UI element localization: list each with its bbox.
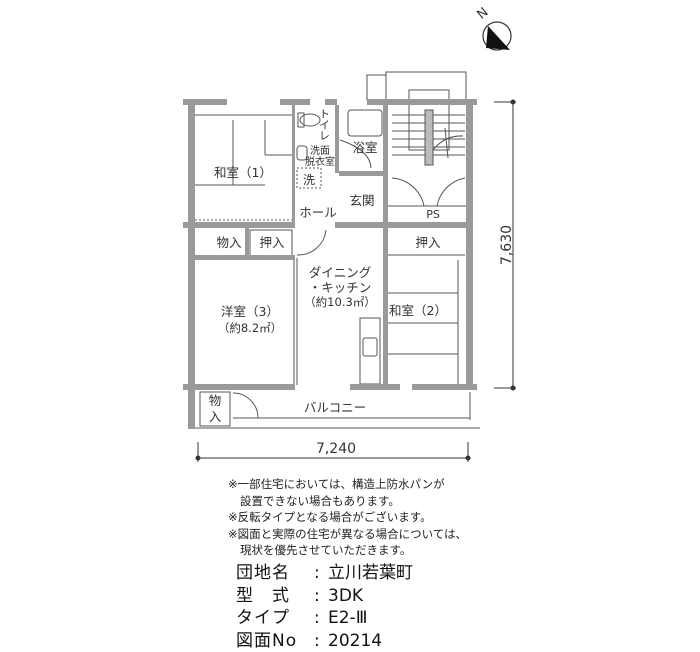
- info-value: 3DK: [328, 585, 363, 608]
- note-line: 設置できない場合もあります。: [228, 493, 467, 510]
- info-label: タイプ: [236, 607, 314, 630]
- room-toilet: トイレ: [318, 108, 331, 141]
- washer-space: 洗: [303, 173, 315, 187]
- room-dressing: 脱衣室: [305, 155, 335, 168]
- info-label: 型 式: [236, 585, 314, 608]
- room-washitsu-1: 和室（1）: [214, 165, 272, 180]
- property-info: 団地名:立川若葉町 型 式:3DK タイプ:E2-Ⅲ 図面No:20214: [236, 562, 413, 652]
- room-dk-line1: ダイニング: [309, 265, 372, 280]
- info-row: 図面No:20214: [236, 630, 413, 652]
- width-dimension: 7,240: [316, 441, 356, 457]
- room-bathroom: 浴室: [352, 140, 377, 155]
- room-yoshitsu-3: 洋室（3）: [221, 304, 279, 319]
- note-line: ※一部住宅においては、構造上防水パンが: [228, 476, 467, 493]
- note-line: ※反転タイプとなる場合がございます。: [228, 509, 467, 526]
- room-yoshitsu-area: （約8.2㎡）: [218, 321, 282, 335]
- north-label: N: [474, 5, 491, 23]
- room-hall: ホール: [299, 205, 337, 220]
- room-dk-line2: ・キッチン: [309, 280, 372, 295]
- note-line: 現状を優先させていただきます。: [228, 542, 467, 559]
- info-value: E2-Ⅲ: [328, 607, 367, 630]
- info-row: 型 式:3DK: [236, 585, 413, 608]
- notes: ※一部住宅においては、構造上防水パンが 設置できない場合もあります。 ※反転タイ…: [228, 476, 467, 559]
- balcony-label: バルコニー: [304, 400, 366, 415]
- ps-label: PS: [426, 208, 440, 221]
- depth-dimension: 7,630: [499, 225, 515, 265]
- info-label: 図面No: [236, 630, 314, 652]
- room-entrance: 玄関: [349, 193, 374, 208]
- closet-1: 押入: [259, 235, 285, 250]
- closet-2: 押入: [415, 235, 441, 250]
- room-dk-area: （約10.3㎡）: [304, 295, 376, 309]
- info-label: 団地名: [236, 562, 314, 585]
- info-row: タイプ:E2-Ⅲ: [236, 607, 413, 630]
- info-value: 20214: [328, 630, 382, 652]
- north-arrow-icon: N: [474, 5, 511, 50]
- info-value: 立川若葉町: [328, 562, 413, 585]
- storage-1: 物入: [216, 235, 242, 250]
- room-washitsu-2: 和室（2）: [389, 303, 447, 318]
- floor-plan: N: [0, 0, 700, 470]
- storage-2-b: 入: [209, 409, 222, 424]
- storage-2-a: 物: [209, 393, 222, 408]
- note-line: ※図面と実際の住宅が異なる場合については、: [228, 526, 467, 543]
- room-washroom: 洗面: [310, 145, 330, 157]
- info-row: 団地名:立川若葉町: [236, 562, 413, 585]
